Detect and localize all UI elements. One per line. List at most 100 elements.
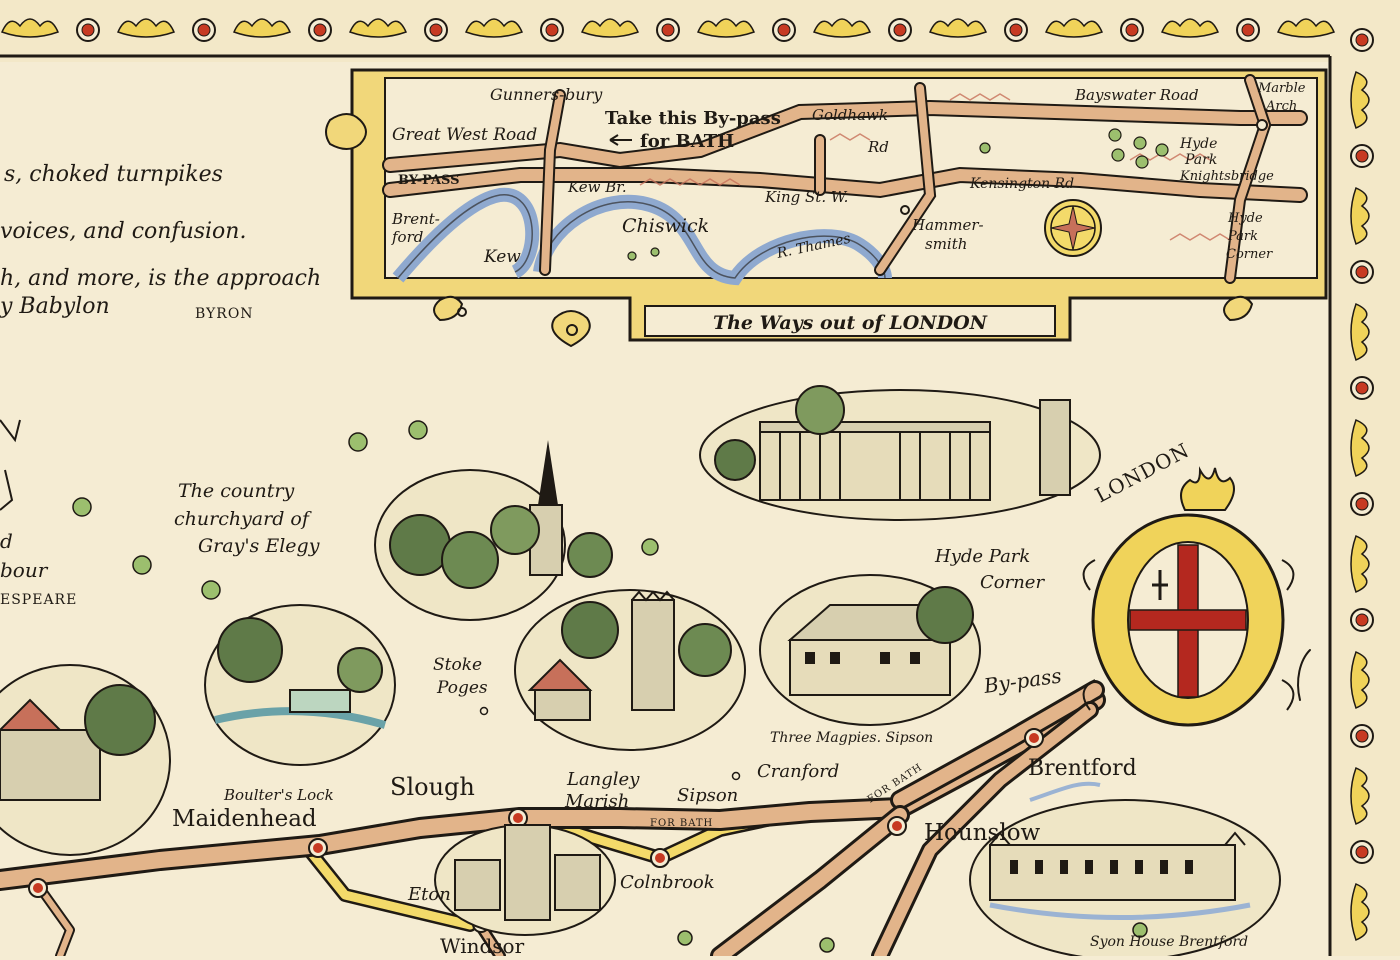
label-great-west-road: Great West Road: [392, 125, 537, 145]
label-marble-1: Marble: [1257, 81, 1306, 96]
border-rose-icon: [772, 18, 796, 42]
compass-rose-icon: [1044, 199, 1102, 257]
label-for-bath-road-1: FOR BATH: [650, 818, 713, 829]
label-inset-brentford-1: Brent-: [391, 210, 440, 228]
border-leaf-icon: [1350, 186, 1370, 246]
label-eton: Eton: [407, 884, 451, 905]
border-rose-icon: [76, 18, 100, 42]
label-king-st: King St. W.: [764, 188, 848, 206]
label-marish: Marish: [564, 791, 629, 812]
quote-line-3: h, and more, is the approach: [0, 266, 321, 291]
label-inset-bypass: BY-PASS: [398, 173, 460, 188]
label-hammersmith-1: Hammer-: [911, 216, 984, 234]
border-leaf-icon: [0, 18, 60, 38]
label-kensington: Kensington Rd: [969, 176, 1074, 192]
border-rose-icon: [192, 18, 216, 42]
inset-trees: [627, 128, 1169, 261]
border-leaf-icon: [1350, 302, 1370, 362]
border-leaf-icon: [348, 18, 408, 38]
label-maidenhead: Maidenhead: [172, 806, 317, 832]
label-kew: Kew: [483, 247, 521, 267]
vignette-langley-marish: [514, 589, 746, 751]
inset-title: The Ways out of LONDON: [713, 312, 988, 334]
border-leaf-icon: [1276, 18, 1336, 38]
border-leaf-icon: [1350, 766, 1370, 826]
border-rose-icon: [1350, 28, 1374, 52]
label-cranford: Cranford: [757, 761, 839, 782]
label-inset-hyde-corner-2: Park: [1227, 229, 1258, 244]
label-hyde-2: Park: [1184, 152, 1217, 168]
label-fragment-bour: bour: [0, 558, 49, 582]
label-brentford: Brentford: [1028, 756, 1137, 781]
border-rose-icon: [1350, 724, 1374, 748]
vignettes: [0, 385, 1281, 960]
byron-quote: s, choked turnpikes voices, and confusio…: [0, 162, 321, 322]
label-hyde-park-corner-1: Hyde Park: [934, 546, 1030, 567]
border-rose-icon: [1350, 260, 1374, 284]
label-gunnersbury-2: bury: [565, 85, 603, 104]
border-rose-icon: [308, 18, 332, 42]
crest-sword-icon: [1152, 570, 1168, 600]
label-kew-br: Kew Br.: [567, 178, 627, 196]
border-leaf-icon: [1350, 70, 1370, 130]
scattered-trees: [72, 420, 1148, 953]
vignette-stoke-poges-church: [374, 440, 613, 621]
vignette-three-magpies: [759, 574, 981, 726]
border-leaf-icon: [1350, 882, 1370, 942]
border-leaf-icon: [1350, 650, 1370, 710]
label-stoke: Stoke: [433, 655, 482, 675]
label-boulters-lock: Boulter's Lock: [223, 786, 334, 804]
label-hyde-1: Hyde: [1179, 136, 1217, 152]
border-rose-icon: [1350, 492, 1374, 516]
town-marker-maidenhead: [308, 838, 328, 858]
label-poges: Poges: [436, 678, 488, 698]
vignette-syon-house: [969, 799, 1281, 960]
border-leaf-icon: [1160, 18, 1220, 38]
border-leaf-icon: [580, 18, 640, 38]
border-leaf-icon: [1350, 534, 1370, 594]
crest-cross-horizontal: [1129, 609, 1247, 631]
town-marker-brentford: [1024, 728, 1044, 748]
label-goldhawk: Goldhawk: [812, 106, 888, 124]
frame-ornament-left: [325, 113, 367, 150]
label-bayswater: Bayswater Road: [1074, 86, 1199, 104]
label-hammersmith-2: smith: [925, 235, 967, 253]
border-rose-icon: [656, 18, 680, 42]
label-rd: Rd: [867, 138, 889, 156]
label-country-3: Gray's Elegy: [198, 535, 320, 557]
label-slough: Slough: [390, 773, 475, 801]
border-leaf-icon: [232, 18, 292, 38]
border-rose-icon: [1350, 608, 1374, 632]
border-leaf-icon: [1044, 18, 1104, 38]
border-rose-icon: [424, 18, 448, 42]
quote-line-4: y Babylon: [0, 294, 110, 319]
label-gunnersbury-1: Gunners-: [490, 85, 564, 104]
vignette-left-village: [0, 664, 171, 856]
quote-line-2: voices, and confusion.: [0, 219, 246, 244]
vignette-hyde-park-corner: [699, 385, 1101, 521]
border-rose-icon: [1004, 18, 1028, 42]
label-knightsbridge: Knightsbridge: [1179, 169, 1274, 184]
border-right-ornaments: [1350, 28, 1374, 942]
vignette-boulters-lock: [204, 604, 396, 766]
frame-ornament-bottom-left: [551, 310, 591, 348]
label-take-bypass-1: Take this By-pass: [605, 108, 781, 129]
quote-author: BYRON: [195, 306, 254, 322]
border-leaf-icon: [1350, 418, 1370, 478]
inset-built-areas: [639, 93, 1231, 241]
label-colnbrook: Colnbrook: [620, 872, 715, 893]
main-roads: [0, 649, 1311, 960]
label-country-1: The country: [178, 480, 294, 502]
border-rose-icon: [888, 18, 912, 42]
label-fragment-d: d: [0, 529, 13, 553]
bypass-arrow-icon: [609, 134, 632, 146]
label-hyde-park-corner-2: Corner: [980, 572, 1045, 593]
border-leaf-icon: [464, 18, 524, 38]
town-marker-west: [28, 878, 48, 898]
label-windsor: Windsor: [440, 934, 525, 956]
border-leaf-icon: [696, 18, 756, 38]
border-top-ornaments: [0, 18, 1336, 42]
